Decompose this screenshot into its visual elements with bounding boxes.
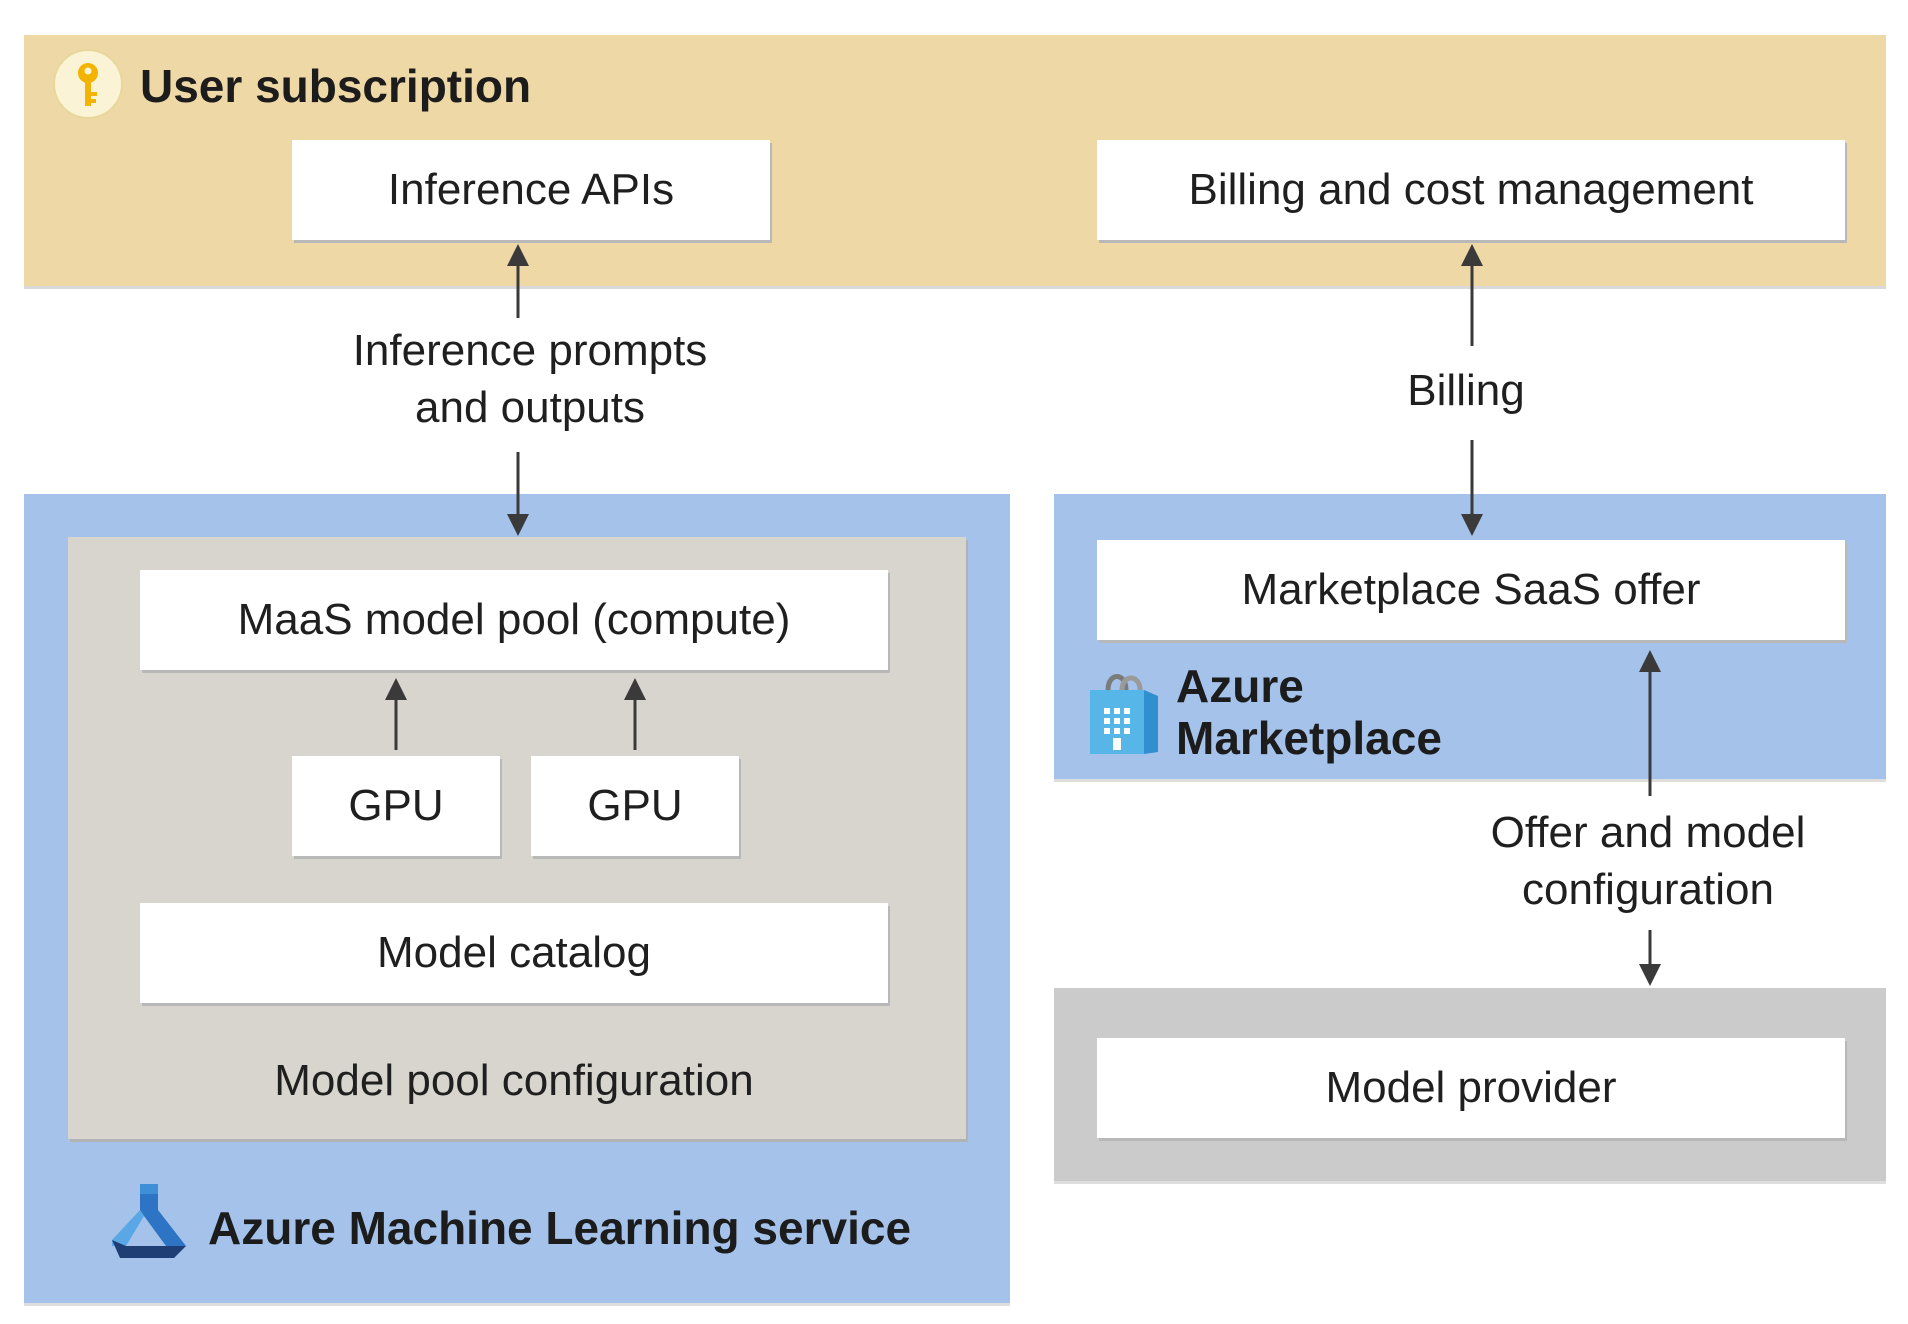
inference-up-arrowhead: [507, 244, 529, 266]
model-catalog-box: Model catalog: [140, 903, 888, 1003]
offer-up-arrowhead: [1639, 650, 1661, 672]
inference-down-arrowhead: [507, 514, 529, 536]
marketplace-title-line-2: Marketplace: [1176, 712, 1442, 764]
offer-label-line-2: configuration: [1522, 865, 1774, 914]
model-provider-box: Model provider: [1097, 1038, 1845, 1138]
azure-ml-icon: [110, 1180, 188, 1258]
marketplace-title-line-1: Azure: [1176, 660, 1304, 712]
subscription-title: User subscription: [140, 60, 532, 112]
offer-down-arrowhead: [1639, 964, 1661, 986]
marketplace-saas-offer-box: Marketplace SaaS offer: [1097, 540, 1845, 640]
key-icon: [52, 48, 124, 120]
billing-cost-management-box: Billing and cost management: [1097, 140, 1845, 240]
shopping-bag-icon: [1086, 668, 1162, 758]
gpu-box-2: GPU: [531, 756, 739, 856]
inference-label-line-1: Inference prompts: [352, 326, 708, 375]
offer-label-line-1: Offer and model: [1490, 808, 1806, 857]
inference-label-line-2: and outputs: [415, 383, 645, 432]
billing-up-arrowhead: [1461, 244, 1483, 266]
billing-connector-label: Billing: [1407, 366, 1525, 415]
inference-connector-label: Inference prompts and outputs: [300, 322, 760, 436]
offer-connector-label: Offer and model configuration: [1440, 804, 1856, 918]
gpu-1-up-arrowhead: [385, 678, 407, 700]
inference-apis-box: Inference APIs: [292, 140, 770, 240]
azure-ml-title: Azure Machine Learning service: [208, 1202, 912, 1254]
maas-model-pool-box: MaaS model pool (compute): [140, 570, 888, 670]
azure-marketplace-title: Azure Marketplace: [1176, 660, 1442, 764]
model-pool-configuration-label: Model pool configuration: [274, 1056, 754, 1105]
gpu-box-1: GPU: [292, 756, 500, 856]
gpu-2-up-arrowhead: [624, 678, 646, 700]
billing-down-arrowhead: [1461, 514, 1483, 536]
